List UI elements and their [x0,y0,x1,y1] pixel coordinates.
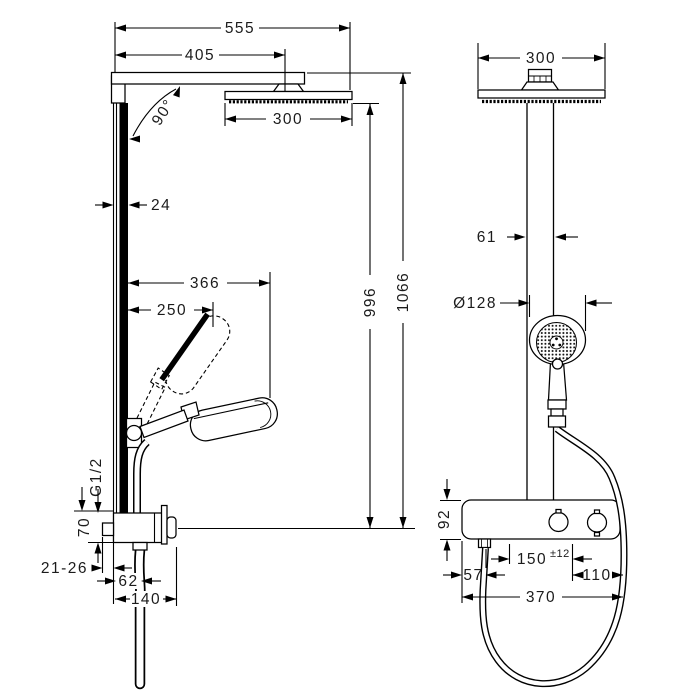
handle-connector-2 [550,408,564,417]
dim-pipe-depth-label: 24 [151,197,171,214]
hand-shower-face-edge [159,312,210,382]
head-mount-front [520,81,560,91]
dim-valve-height-side-label: 70 [76,517,93,537]
hose-outlet [477,538,492,549]
dim-head-width-front-label: 300 [526,50,556,67]
hand-shower-handle-side [139,409,189,439]
dim-connection-distance-label: 150 [517,551,547,568]
dimension-layer: 555 405 300 90° 24 366 250 996 1066 [41,20,623,608]
handle-connector-1 [547,399,567,410]
overhead-shower-plate-front [477,89,606,99]
dim-overall-width-label: 555 [225,20,255,37]
dim-handshower-reach-label: 366 [190,275,220,292]
hand-shower-front [528,314,587,428]
dim-total-height-label: 1066 [395,272,412,312]
hand-shower-head-side [189,397,278,442]
shower-pipe-side [119,103,128,513]
front-view [461,68,628,688]
holder-ball-joint [125,424,143,442]
dim-handshower-reach-upper-label: 250 [157,302,187,319]
dim-hose-loop-width-label: 110 [582,567,611,584]
dim-valve-height-label: 92 [436,509,453,529]
dim-valve-span-label: 370 [526,589,556,606]
overhead-shower-plate-side [224,90,353,101]
dim-arm-length-label: 405 [185,47,215,64]
valve-knob-side [166,516,177,539]
dim-pipe-width-label: 61 [477,229,497,246]
dim-head-width-side-label: 300 [273,111,303,128]
shower-arm [110,71,306,85]
side-view [101,71,353,690]
thread-size-label: G1/2 [88,457,105,497]
wall-connector [101,522,115,537]
hose-nut-front [547,415,567,428]
dim-outlet-offset-label: 57 [463,567,483,584]
head-mount-cone [272,83,305,93]
dim-connection-tolerance-label: ±12 [550,548,570,560]
dim-handshower-diameter-label: Ø128 [453,295,497,312]
hose-nut-side [132,541,148,551]
dim-hose-offset-label: 62 [118,573,138,590]
dim-total-depth-label: 140 [131,591,161,608]
dim-wall-distance-label: 21-26 [41,560,88,577]
volume-knob [586,512,608,533]
hand-shower-side [139,397,278,442]
select-button [551,358,564,370]
temperature-knob [548,511,569,533]
thermostat-valve-side [101,504,177,545]
valve-faceplate-edge [160,504,168,545]
valve-body-side [112,512,163,544]
dim-pipe-height-label: 996 [362,287,379,317]
